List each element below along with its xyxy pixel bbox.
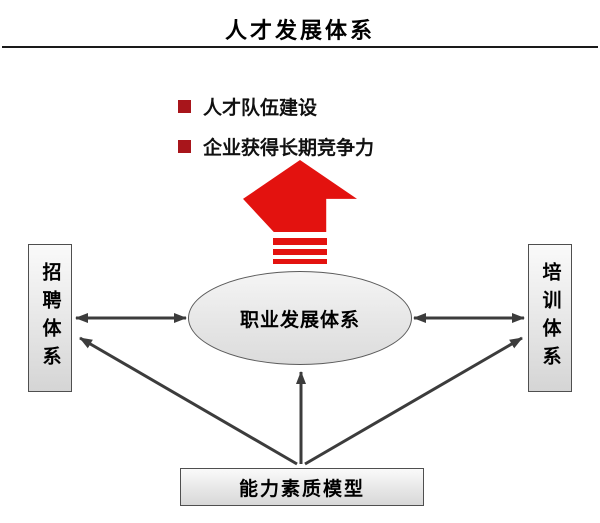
bullet-item: 人才队伍建设 [178, 93, 374, 120]
title-divider [2, 46, 598, 48]
arrow-stripe [273, 238, 327, 245]
node-career-development: 职业发展体系 [188, 271, 412, 365]
node-recruitment-system: 招聘体系 [28, 244, 72, 392]
arrow-stripe [273, 259, 327, 264]
node-label: 能力素质模型 [238, 477, 365, 500]
node-label: 培训体系 [539, 262, 562, 374]
arrow-stripe [273, 249, 327, 255]
bullet-square-icon [178, 140, 191, 153]
bullet-label: 企业获得长期竞争力 [203, 137, 375, 159]
bullet-item: 企业获得长期竞争力 [178, 133, 374, 160]
bullet-list: 人才队伍建设 企业获得长期竞争力 [178, 93, 374, 173]
node-competency-model: 能力素质模型 [180, 468, 424, 506]
node-label: 职业发展体系 [239, 308, 360, 331]
node-training-system: 培训体系 [528, 244, 572, 392]
page-title: 人才发展体系 [224, 19, 375, 44]
bullet-label: 人才队伍建设 [203, 97, 318, 119]
node-label: 招聘体系 [39, 262, 62, 374]
bullet-square-icon [178, 100, 191, 113]
